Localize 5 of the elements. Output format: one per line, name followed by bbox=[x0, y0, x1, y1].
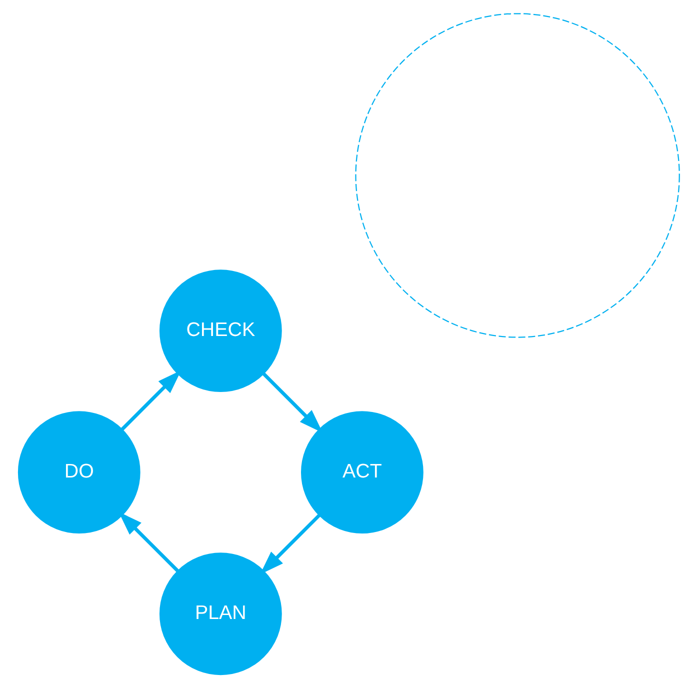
arrow bbox=[262, 372, 322, 433]
arrow bbox=[120, 370, 181, 431]
arrow bbox=[260, 514, 320, 574]
node-circle bbox=[354, 13, 680, 338]
arrow bbox=[118, 512, 179, 572]
